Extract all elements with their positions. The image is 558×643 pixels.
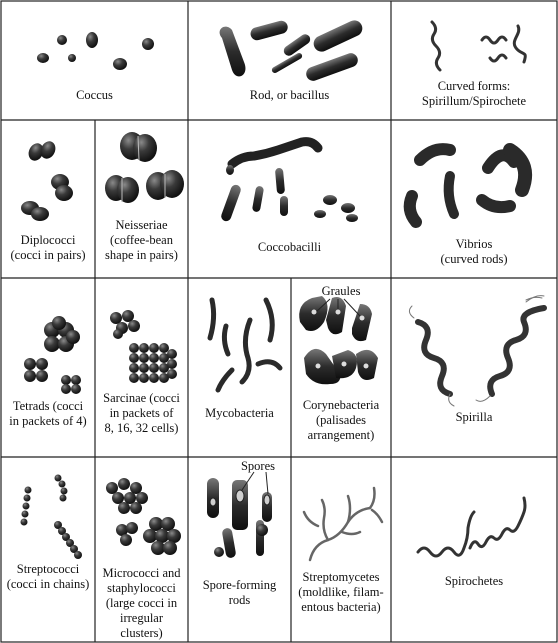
streptomycetes-label: Streptomycetes(moldlike, filam-entous ba… <box>291 570 391 615</box>
sarcinae-illustration <box>110 310 177 383</box>
vibrios-illustration <box>410 149 525 222</box>
coccobacilli-label: Coccobacilli <box>188 240 391 255</box>
tetrads-label: Tetrads (cocciin packets of 4) <box>1 399 95 429</box>
diplococci-illustration <box>21 139 73 221</box>
neisseriae-illustration <box>105 132 184 203</box>
spore-forming-illustration <box>207 472 272 559</box>
streptomycetes-illustration <box>304 488 382 560</box>
spirochetes-illustration <box>418 498 525 556</box>
streptococci-illustration <box>21 475 83 560</box>
tetrads-illustration <box>24 316 81 394</box>
sarcinae-label: Sarcinae (cocciin packets of8, 16, 32 ce… <box>95 391 188 436</box>
micrococci-illustration <box>106 478 181 555</box>
micrococci-label: Micrococci andstaphylococci(large cocci … <box>95 566 188 641</box>
streptococci-label: Streptococci(cocci in chains) <box>1 562 95 592</box>
corynebacteria-granules-label: Graules <box>291 284 391 299</box>
coccus-illustration <box>37 32 154 70</box>
spore-forming-label: Spore-formingrods <box>188 578 291 608</box>
spirilla-label: Spirilla <box>391 410 557 425</box>
mycobacteria-label: Mycobacteria <box>188 406 291 421</box>
corynebacteria-illustration <box>299 296 378 384</box>
rod-illustration <box>220 18 365 83</box>
neisseriae-label: Neisseriae(coffee-beanshape in pairs) <box>95 218 188 263</box>
coccus-label: Coccus <box>1 88 188 103</box>
spores-label: Spores <box>228 459 288 474</box>
mycobacteria-illustration <box>210 300 280 390</box>
corynebacteria-label: Corynebacteria(palisadesarrangement) <box>291 398 391 443</box>
spirochetes-label: Spirochetes <box>391 574 557 589</box>
curved-illustration <box>432 22 525 70</box>
vibrios-label: Vibrios(curved rods) <box>391 237 557 267</box>
curved-label: Curved forms:Spirillum/Spirochete <box>391 79 557 109</box>
spirilla-illustration <box>409 296 544 406</box>
coccobacilli-illustration <box>220 142 358 223</box>
rod-label: Rod, or bacillus <box>188 88 391 103</box>
diplococci-label: Diplococci(cocci in pairs) <box>1 233 95 263</box>
